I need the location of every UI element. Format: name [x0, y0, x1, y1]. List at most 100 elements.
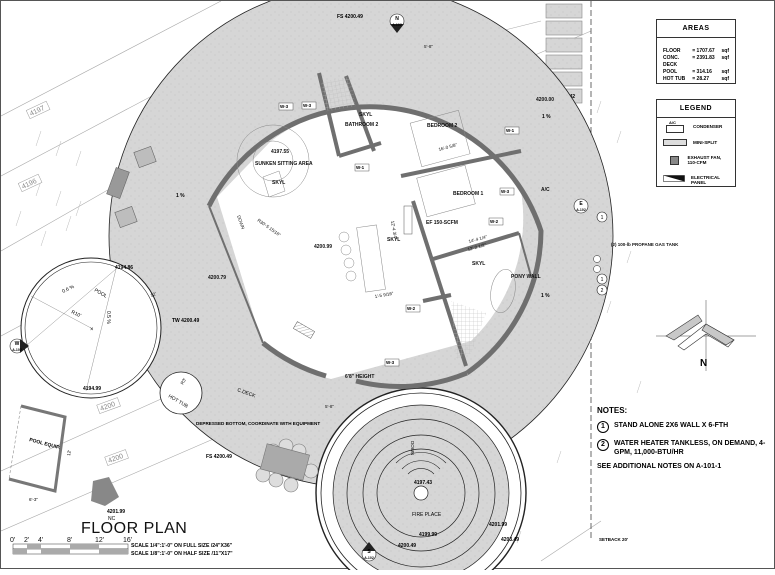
svg-text:4194.99: 4194.99	[83, 386, 101, 392]
section-marker-e: EA-102	[573, 198, 589, 214]
notes-title: NOTES:	[597, 406, 628, 415]
svg-text:4200.79: 4200.79	[208, 275, 226, 281]
mini-split-icon	[663, 137, 687, 147]
svg-text:4196: 4196	[21, 178, 38, 191]
svg-text:12'-4 3/4": 12'-4 3/4"	[390, 220, 398, 240]
legend-item-mini-split: MINI-SPLIT	[657, 134, 735, 150]
pony-wall-label: PONY WALL	[511, 274, 541, 280]
svg-text:W-3: W-3	[501, 189, 510, 194]
section-marker-s: SA-102	[361, 542, 377, 562]
svg-text:FS 4200.49: FS 4200.49	[206, 454, 232, 460]
svg-text:A-102: A-102	[392, 23, 402, 27]
north-label: N	[700, 358, 707, 369]
bathroom2-label: BATHROOM 2	[345, 122, 378, 128]
svg-text:W-1: W-1	[356, 165, 365, 170]
svg-text:A/C: A/C	[541, 187, 550, 193]
fire-place-label: FIRE PLACE	[412, 512, 442, 518]
svg-text:POOL EQUIP.: POOL EQUIP.	[28, 437, 61, 451]
svg-text:TW 4200.49: TW 4200.49	[172, 318, 199, 324]
section-marker-n: NA-102	[389, 13, 405, 33]
svg-text:6'-3": 6'-3"	[29, 497, 38, 502]
svg-text:0': 0'	[10, 537, 15, 544]
svg-text:4200.00: 4200.00	[536, 97, 554, 103]
svg-text:W-2: W-2	[407, 306, 416, 311]
svg-text:4200.99: 4200.99	[314, 244, 332, 250]
svg-text:4': 4'	[38, 537, 43, 544]
svg-text:2: 2	[601, 288, 604, 294]
notes-see-also: SEE ADDITIONAL NOTES ON A-101-1	[597, 463, 722, 470]
legend-title: LEGEND	[657, 100, 735, 118]
svg-text:1: 1	[601, 277, 604, 283]
legend-item-exhaust-fan: EXHAUST FAN, 110-CFM	[657, 150, 735, 170]
fire-place-area	[315, 387, 527, 575]
bedroom1-label: BEDROOM 1	[453, 191, 484, 197]
svg-text:DEPRESSED BOTTOM, COORDINATE W: DEPRESSED BOTTOM, COORDINATE WITH EQUIPM…	[196, 421, 320, 426]
svg-text:16': 16'	[123, 537, 132, 544]
note-number: 1	[597, 421, 609, 433]
svg-text:6'8" HEIGHT: 6'8" HEIGHT	[345, 374, 374, 380]
svg-text:R10': R10'	[70, 309, 82, 319]
svg-text:SKYL: SKYL	[272, 180, 285, 186]
svg-text:W-3: W-3	[386, 360, 395, 365]
svg-text:E: E	[579, 201, 583, 207]
lounge-furniture	[106, 146, 157, 228]
svg-text:SKYL: SKYL	[472, 261, 485, 267]
note-text: STAND ALONE 2X6 WALL X 6-FTH	[614, 422, 729, 429]
legend-item-condenser: A/C CONDENSER	[657, 118, 735, 134]
scale-notes: SCALE 1/4":1'-0" ON FULL SIZE /24"X36" S…	[131, 543, 233, 557]
svg-text:W-3: W-3	[303, 103, 312, 108]
sunken-label: SUNKEN SITTING AREA	[255, 161, 313, 167]
svg-text:12': 12'	[66, 449, 72, 456]
exhaust-fan-icon	[663, 155, 682, 165]
svg-text:1: 1	[601, 215, 604, 221]
note-number: 2	[597, 439, 609, 451]
dining-table	[255, 438, 319, 493]
svg-text:4200: 4200	[99, 401, 116, 413]
scale-bar	[12, 543, 129, 555]
svg-text:4199.99: 4199.99	[419, 532, 437, 538]
svg-text:1 %: 1 %	[541, 293, 550, 299]
svg-text:DOWN: DOWN	[410, 441, 415, 455]
pool	[20, 257, 162, 399]
svg-text:1 %: 1 %	[542, 114, 551, 120]
svg-text:8': 8'	[67, 537, 72, 544]
svg-text:SKYL: SKYL	[387, 237, 400, 243]
section-markers: NA-102 WA-102 SA-102 EA-102	[9, 13, 589, 562]
svg-text:1'-5 9/16": 1'-5 9/16"	[374, 291, 394, 299]
note-callouts: 1 1 2	[593, 211, 608, 296]
note-item: 2 WATER HEATER TANKLESS, ON DEMAND, 4-GP…	[597, 439, 772, 457]
svg-text:A-102: A-102	[576, 208, 586, 212]
svg-text:FS 4200.49: FS 4200.49	[337, 14, 363, 20]
bedroom2-label: BEDROOM 2	[427, 123, 458, 129]
wall-tag: W-1	[506, 128, 515, 133]
pool-equipment	[8, 404, 67, 493]
wall-tags: W-1 W-1 W-2 W-2 W-3 W-3 W-3 W-3	[278, 101, 520, 367]
house	[206, 72, 544, 389]
svg-text:4200: 4200	[107, 453, 124, 465]
svg-text:4201.99: 4201.99	[489, 522, 507, 528]
svg-text:4194.86: 4194.86	[115, 265, 133, 271]
svg-text:14'-4 1/4": 14'-4 1/4"	[468, 234, 488, 244]
page-title: FLOOR PLAN	[81, 520, 188, 537]
svg-text:1 %: 1 %	[176, 193, 185, 199]
note-item: 1 STAND ALONE 2X6 WALL X 6-FTH	[597, 421, 772, 433]
svg-text:4200.49: 4200.49	[398, 543, 416, 549]
svg-text:NC: NC	[108, 516, 116, 522]
svg-text:W-3: W-3	[280, 104, 289, 109]
areas-title: AREAS	[657, 20, 735, 38]
svg-text:SKYL: SKYL	[359, 112, 372, 118]
mini-split	[292, 321, 316, 339]
north-arrow: N	[656, 300, 756, 371]
legend-item-electrical-panel: ELECTRICAL PANEL	[657, 170, 735, 190]
scale-ticks: 0' 2' 4' 8' 12' 16'	[10, 537, 132, 544]
section-marker-w: WA-102	[9, 338, 29, 354]
svg-text:4197.55: 4197.55	[271, 149, 289, 155]
boulder	[91, 477, 119, 506]
svg-text:12': 12'	[150, 291, 157, 298]
svg-text:A-102: A-102	[364, 556, 374, 560]
